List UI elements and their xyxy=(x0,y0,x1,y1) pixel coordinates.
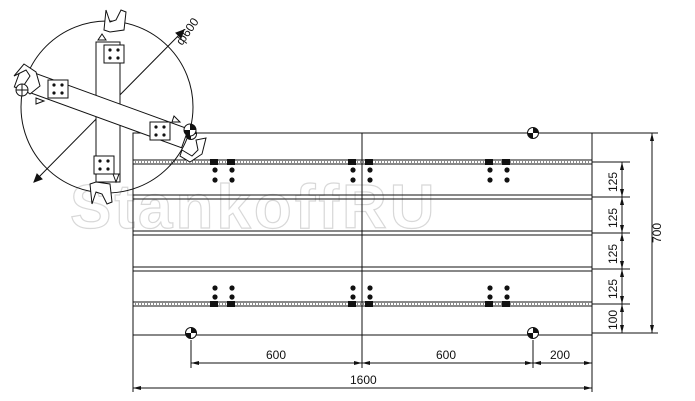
dim-700: 700 xyxy=(650,223,664,243)
arm-block-dots xyxy=(52,48,166,171)
clamp-jaw-top xyxy=(103,9,127,33)
t-slot-2 xyxy=(133,194,592,200)
t-slot-1 xyxy=(133,159,592,165)
diameter-arrow-top xyxy=(175,29,185,39)
t-slot-4 xyxy=(133,266,592,272)
mount-point-bottom-left xyxy=(185,327,197,339)
t-slot-3 xyxy=(133,230,592,236)
slot-marks xyxy=(210,159,510,307)
clamp-jaw-right xyxy=(179,137,207,163)
clamp-jaw-left xyxy=(13,63,41,95)
direction-arrow-left xyxy=(35,97,46,105)
diameter-arrow-bottom xyxy=(33,173,43,183)
dim-600-left: 600 xyxy=(266,348,286,362)
rotary-fixture xyxy=(13,9,207,205)
vertical-dimension-arrows xyxy=(620,133,654,333)
arm-block-right xyxy=(149,121,171,141)
clamp-jaw-bottom xyxy=(89,181,113,205)
mount-point-top-right xyxy=(527,127,539,139)
dim-125-2: 125 xyxy=(606,208,620,228)
arm-block-bottom xyxy=(93,155,115,175)
vertical-dimensions xyxy=(592,132,658,334)
t-slot-5 xyxy=(133,301,592,307)
jaw-pin-right xyxy=(183,123,197,137)
jaw-pin-left xyxy=(15,83,29,97)
direction-arrow-bottom xyxy=(112,173,120,184)
dim-600-right: 600 xyxy=(436,348,456,362)
circle-diameter-label: ф600 xyxy=(173,15,202,48)
arm-block-top xyxy=(103,44,125,64)
dim-100: 100 xyxy=(606,310,620,330)
dim-1600: 1600 xyxy=(350,373,377,387)
hole-pattern-bottom xyxy=(212,285,510,300)
direction-arrow-right xyxy=(171,115,182,123)
arm-block-left xyxy=(47,79,69,99)
mount-point-bottom-right xyxy=(527,327,539,339)
dim-200: 200 xyxy=(550,348,570,362)
dim-125-3: 125 xyxy=(606,244,620,264)
direction-arrow-top xyxy=(97,33,107,41)
dim-125-4: 125 xyxy=(606,279,620,299)
horizontal-dimension-arrows xyxy=(133,361,592,390)
watermark-text: StankoffRU xyxy=(70,173,438,242)
hole-pattern-top xyxy=(212,167,510,183)
dim-125-1: 125 xyxy=(606,172,620,192)
